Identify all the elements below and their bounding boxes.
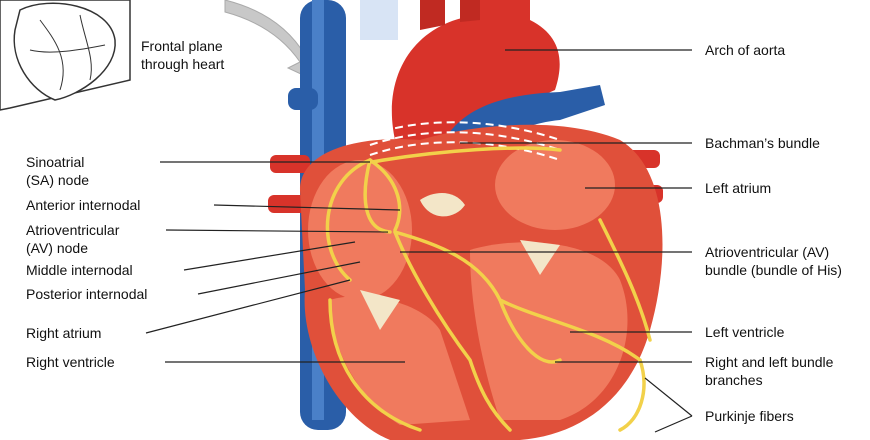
label-av-bundle-line2: bundle (bundle of His) — [705, 262, 842, 278]
label-av-node-line2: (AV) node — [26, 240, 88, 256]
label-purkinje-fibers: Purkinje fibers — [705, 408, 794, 424]
label-bachmans-bundle: Bachman’s bundle — [705, 135, 820, 151]
label-sa-node-line2: (SA) node — [26, 172, 90, 188]
label-anterior-internodal: Anterior internodal — [26, 197, 141, 213]
label-bundle-branches-line1: Right and left bundle — [705, 354, 834, 370]
aorta — [391, 0, 560, 150]
label-right-atrium: Right atrium — [26, 325, 102, 341]
label-sa-node-line1: Sinoatrial — [26, 154, 85, 170]
label-right-ventricle: Right ventricle — [26, 354, 115, 370]
left-atrium-chamber — [495, 140, 615, 230]
label-left-ventricle: Left ventricle — [705, 324, 785, 340]
frontal-plane-inset — [0, 0, 131, 111]
left-ventricle-chamber — [470, 242, 628, 420]
label-posterior-internodal: Posterior internodal — [26, 286, 148, 302]
label-av-bundle: Atrioventricular (AV) bundle (bundle of … — [705, 243, 842, 279]
right-ventricle-chamber — [330, 296, 470, 425]
label-bundle-branches: Right and left bundle branches — [705, 353, 833, 389]
label-bundle-branches-line2: branches — [705, 372, 763, 388]
inset-caption-line2: through heart — [141, 56, 225, 72]
inset-caption-line1: Frontal plane — [141, 38, 223, 54]
conduction-pathways — [325, 146, 652, 432]
label-left-atrium: Left atrium — [705, 180, 772, 196]
label-middle-internodal: Middle internodal — [26, 262, 133, 278]
label-av-bundle-line1: Atrioventricular (AV) — [705, 244, 830, 260]
label-av-node: Atrioventricular (AV) node — [26, 221, 119, 257]
label-av-node-line1: Atrioventricular — [26, 222, 120, 238]
inset-caption: Frontal plane through heart — [141, 37, 224, 73]
label-sa-node: Sinoatrial (SA) node — [26, 153, 89, 189]
leader-lines — [145, 49, 693, 433]
label-arch-of-aorta: Arch of aorta — [705, 42, 786, 58]
